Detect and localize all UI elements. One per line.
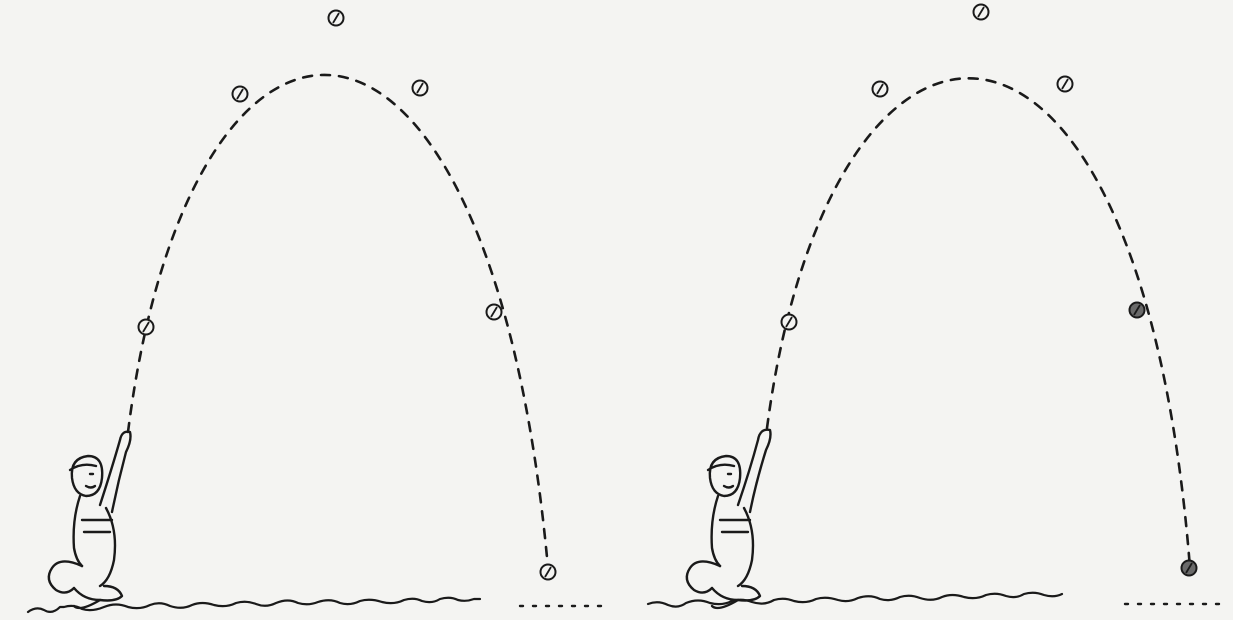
ground-line-right	[648, 593, 1062, 607]
trajectory-right	[767, 78, 1190, 568]
thrower-figure-right	[687, 430, 771, 608]
ball-markers	[139, 5, 1197, 580]
trajectory-left	[128, 75, 548, 568]
thrower-figure-left	[49, 432, 131, 608]
